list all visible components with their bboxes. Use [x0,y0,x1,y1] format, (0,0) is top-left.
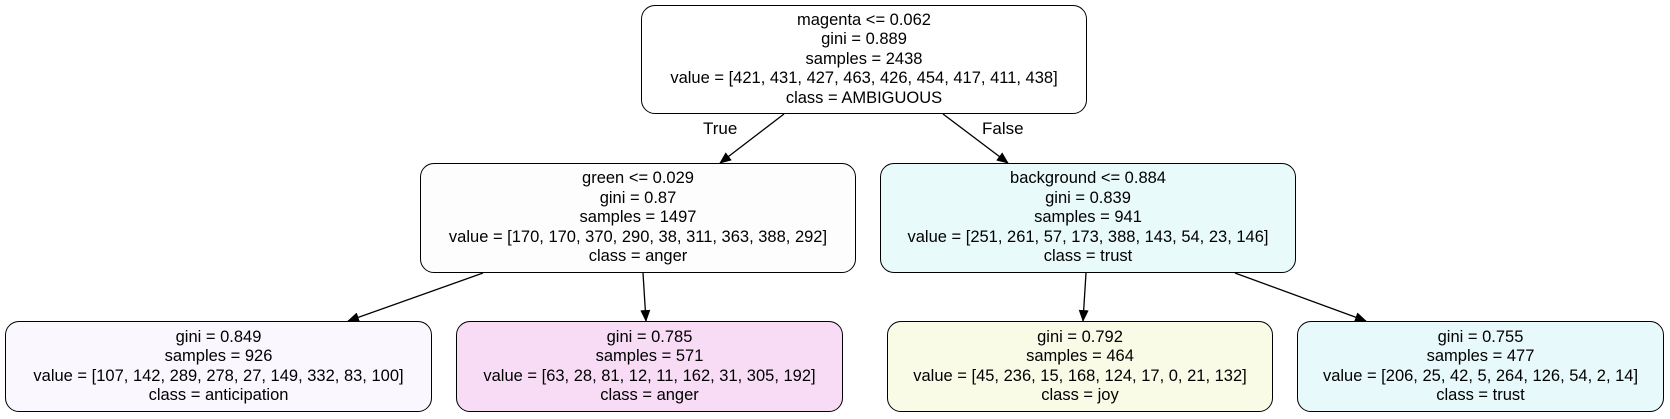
node-line: samples = 477 [1426,347,1535,365]
node-line: class = AMBIGUOUS [785,88,943,107]
edge-right-rr [1234,272,1367,322]
node-line: samples = 2438 [805,49,923,68]
node-line: value = [63, 28, 81, 12, 11, 162, 31, 30… [483,366,816,385]
node-line: value = [170, 170, 370, 290, 38, 311, 36… [448,227,828,246]
node-line: value = [206, 25, 42, 5, 264, 126, 54, 2… [1322,366,1639,385]
node-line: gini = 0.792 [1037,327,1123,346]
node-line: green <= 0.029 [582,169,694,188]
edge-label-true: True [703,119,738,138]
node-line: gini = 0.839 [1045,188,1131,207]
node-line: gini = 0.849 [175,327,262,346]
node-line: class = anger [600,386,699,404]
edge-root-right [942,113,1009,164]
node-line: class = trust [1436,386,1525,404]
edge-label-false: False [982,119,1024,138]
node-line: magenta <= 0.062 [797,10,931,29]
node-line: background <= 0.884 [1010,169,1166,188]
node-line: samples = 571 [595,347,704,365]
edge-right-rl [1078,272,1089,322]
node-line: samples = 926 [164,347,273,365]
node-line: class = joy [1041,386,1119,404]
edge-left-ll [347,272,484,323]
node-line: value = [45, 236, 15, 168, 124, 17, 0, 2… [913,366,1247,385]
node-line: samples = 941 [1034,208,1142,227]
edge-left-lr [640,272,651,322]
node-line: value = [251, 261, 57, 173, 388, 143, 54… [907,227,1269,246]
node-line: samples = 1497 [579,208,697,227]
edge-root-left [719,113,785,164]
node-line: samples = 464 [1026,347,1134,365]
node-line: value = [421, 431, 427, 463, 426, 454, 4… [670,69,1058,88]
node-line: gini = 0.785 [606,327,693,346]
node-line: class = trust [1043,247,1133,266]
node-line: gini = 0.755 [1437,327,1524,346]
node-line: gini = 0.889 [821,30,907,49]
node-line: gini = 0.87 [599,188,677,207]
node-line: value = [107, 142, 289, 278, 27, 149, 33… [33,366,404,385]
node-line: class = anger [588,247,688,266]
node-line: class = anticipation [148,386,289,404]
